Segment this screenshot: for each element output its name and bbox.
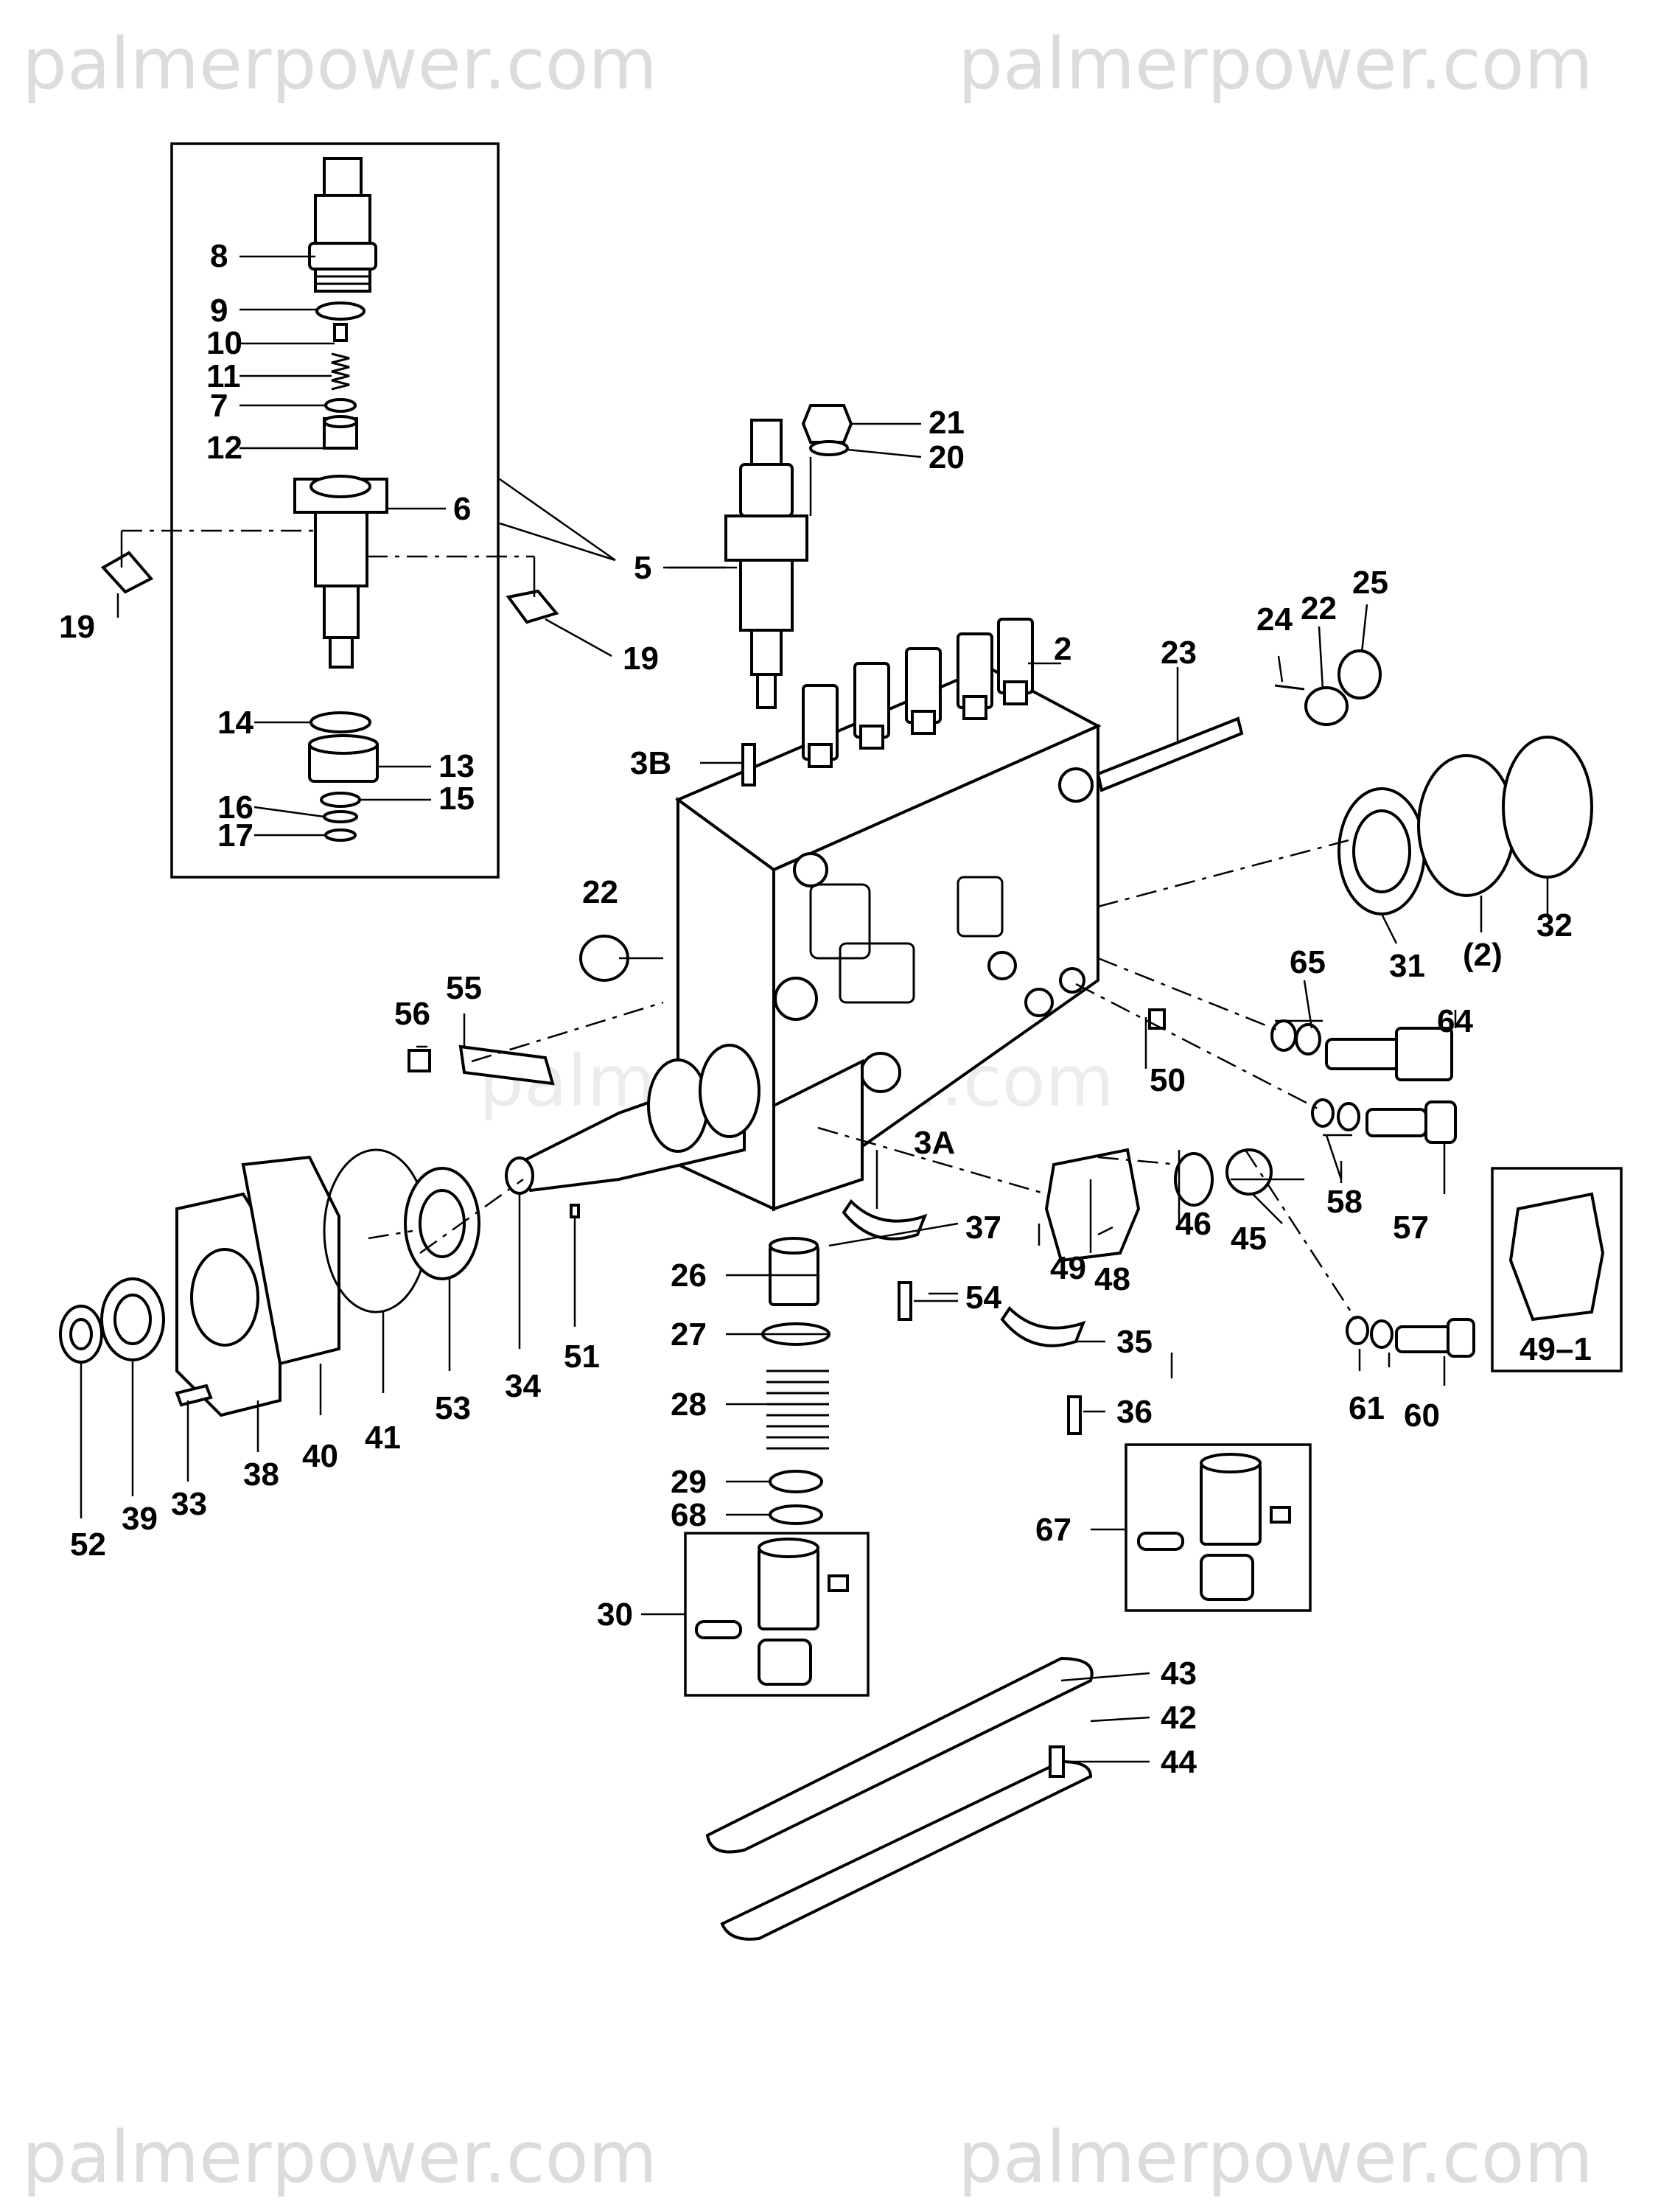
element-assembly-inset [170,142,500,879]
callout-24: 24 [1256,601,1293,638]
element-assembly-drawing [100,157,559,842]
callout-19-right: 19 [623,641,659,677]
right-bearing-group [1096,649,1593,915]
callout-42: 42 [1161,1700,1197,1736]
tappet-inset-67 [1125,1443,1312,1612]
callout-15: 15 [438,781,475,817]
callout-labels: 2 (2) 3A 3B 5 6 7 8 9 10 11 12 13 14 15 … [59,238,1592,1780]
callout-25: 25 [1352,565,1388,601]
callout-35: 35 [1116,1324,1153,1360]
callout-50: 50 [1150,1062,1186,1098]
callout-28: 28 [671,1386,707,1423]
callout-57: 57 [1393,1210,1429,1246]
main-leaders [80,422,1549,1763]
callout-2-qty: (2) [1463,937,1503,973]
watermark-bottom-left: palmerpower.com [22,2116,657,2199]
callout-55: 55 [446,970,482,1006]
callout-60: 60 [1404,1398,1440,1434]
callout-26: 26 [671,1257,707,1294]
callout-41: 41 [365,1420,401,1456]
watermark-top-right: palmerpower.com [958,23,1593,105]
callout-19-left: 19 [59,609,95,645]
callout-44: 44 [1161,1744,1197,1780]
callout-51: 51 [564,1339,600,1375]
callout-12: 12 [206,430,242,466]
callout-32: 32 [1536,907,1573,943]
callout-37: 37 [965,1210,1001,1246]
callout-53: 53 [435,1390,471,1426]
callout-38: 38 [243,1456,279,1493]
watermark-bottom-right: palmerpower.com [958,2116,1593,2199]
callout-2: 2 [1054,631,1071,667]
left-small-parts [408,935,629,1218]
tappet-parts [761,1199,1086,1525]
callout-54: 54 [965,1280,1001,1316]
callout-68: 68 [671,1497,707,1533]
callout-31: 31 [1389,948,1425,984]
right-fittings [1044,1008,1475,1358]
watermark-top-left: palmerpower.com [22,23,657,105]
callout-6: 6 [453,491,471,527]
callout-22-right: 22 [1301,590,1337,627]
callout-29: 29 [671,1464,707,1500]
pump-element-tops [802,618,1034,768]
gasket-inset-49-1 [1491,1167,1623,1372]
callout-33: 33 [171,1486,207,1522]
callout-10: 10 [206,325,242,361]
callout-11: 11 [206,358,241,394]
callout-39: 39 [122,1501,158,1537]
callout-20: 20 [929,439,965,475]
callout-61: 61 [1349,1390,1385,1426]
callout-52: 52 [70,1527,106,1563]
callout-21: 21 [929,405,965,441]
callout-48: 48 [1094,1261,1130,1297]
inset-leaders [116,255,737,837]
callout-7: 7 [210,388,228,424]
callout-40: 40 [302,1438,338,1474]
bottom-cover-plates [705,1656,1094,1941]
callout-8: 8 [210,238,228,274]
left-flange-group [59,1148,480,1417]
callout-3b: 3B [630,745,671,781]
callout-65: 65 [1290,944,1326,980]
callout-9: 9 [210,293,228,329]
callout-56: 56 [394,996,430,1032]
callout-36: 36 [1116,1394,1153,1430]
camshaft [505,1044,760,1195]
callout-13: 13 [438,748,475,784]
callout-46: 46 [1175,1206,1211,1242]
callout-49: 49 [1050,1250,1086,1286]
callout-34: 34 [505,1368,541,1404]
callout-27: 27 [671,1316,707,1353]
delivery-valve-top [724,404,853,709]
callout-49-1: 49–1 [1520,1331,1592,1367]
callout-14: 14 [217,705,253,741]
callout-23: 23 [1161,635,1197,671]
callout-45: 45 [1231,1221,1267,1257]
callout-43: 43 [1161,1655,1197,1692]
callout-30: 30 [597,1597,633,1633]
callout-17: 17 [217,817,253,854]
callout-3a: 3A [914,1125,955,1161]
callout-64: 64 [1437,1003,1473,1039]
callout-58: 58 [1326,1184,1363,1220]
callout-5: 5 [634,550,651,586]
callout-16: 16 [217,789,253,826]
callout-67: 67 [1035,1512,1071,1548]
callout-22-left: 22 [582,874,618,910]
